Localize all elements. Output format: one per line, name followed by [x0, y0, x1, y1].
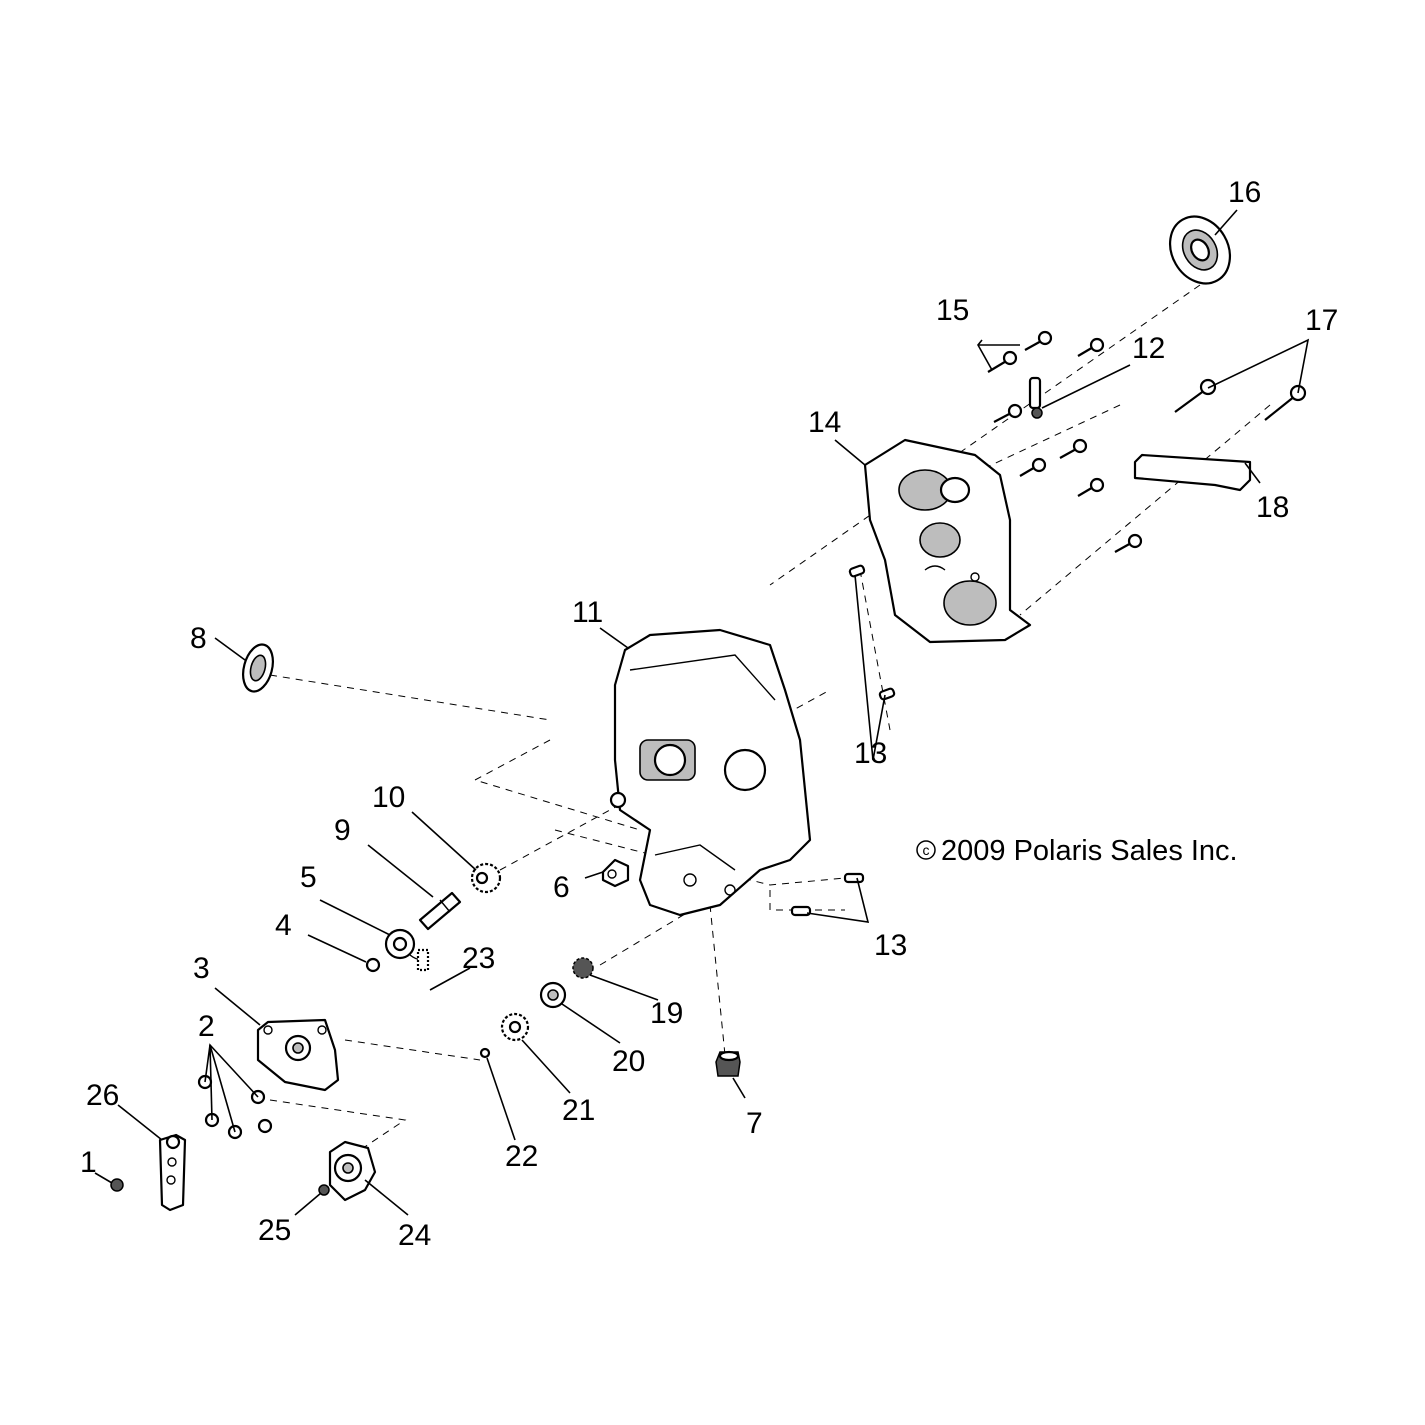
- copyright-circle: [916, 840, 936, 860]
- parts: [110, 215, 1307, 1212]
- part-12-fitting: [1028, 376, 1043, 419]
- callout-labels: 16 15 17 12 14 18 11 8 13 10 9 5 6 4 13 …: [80, 176, 1338, 1252]
- callout-15: 15: [936, 294, 969, 327]
- part-15-bolts: [987, 330, 1143, 553]
- part-25-nut: [318, 1184, 330, 1196]
- part-18-bracket: [1133, 453, 1252, 492]
- callout-14: 14: [808, 406, 841, 439]
- callout-22: 22: [505, 1140, 538, 1173]
- callout-6: 6: [553, 871, 570, 904]
- callout-19: 19: [650, 997, 683, 1030]
- callout-3: 3: [193, 952, 210, 985]
- callout-13-upper: 13: [854, 737, 887, 770]
- part-17-bolts: [1174, 378, 1307, 421]
- leader-lines: [94, 209, 1310, 1216]
- callout-9: 9: [334, 814, 351, 847]
- callout-8: 8: [190, 622, 207, 655]
- callout-12: 12: [1132, 332, 1165, 365]
- part-8-seal: [242, 643, 274, 693]
- callout-13-lower: 13: [874, 929, 907, 962]
- part-11-case: [609, 628, 812, 917]
- callout-20: 20: [612, 1045, 645, 1078]
- copyright-text: 2009 Polaris Sales Inc.: [941, 835, 1238, 867]
- part-6-nut: [601, 858, 630, 888]
- callout-26: 26: [86, 1079, 119, 1112]
- part-5-bushing: [384, 928, 429, 961]
- part-26-bracket: [158, 1133, 187, 1212]
- part-2-bolts: [197, 1074, 273, 1140]
- callout-25: 25: [258, 1214, 291, 1247]
- callout-24: 24: [398, 1219, 431, 1252]
- callout-1: 1: [80, 1146, 97, 1179]
- callout-11: 11: [572, 596, 603, 629]
- part-4-ring: [365, 957, 381, 973]
- part-21-gear: [500, 1012, 530, 1042]
- part-16-seal: [1168, 215, 1232, 285]
- callout-10: 10: [372, 781, 405, 814]
- part-9-shaft: [418, 891, 462, 931]
- part-20-washer: [539, 981, 567, 1009]
- copyright-symbol: c: [923, 842, 930, 858]
- part-19-gear: [572, 957, 594, 979]
- part-10-gear: [470, 862, 502, 894]
- part-24-mount: [328, 1140, 377, 1202]
- callout-16: 16: [1228, 176, 1261, 209]
- callout-18: 18: [1256, 491, 1289, 524]
- callout-23: 23: [462, 942, 495, 975]
- part-3-pump-housing: [256, 1018, 340, 1092]
- callout-17: 17: [1305, 304, 1338, 337]
- callout-7: 7: [746, 1107, 763, 1140]
- part-7-plug: [715, 1050, 741, 1077]
- part-23-spring: [416, 948, 430, 972]
- callout-5: 5: [300, 861, 317, 894]
- part-13-dowels: [790, 564, 896, 917]
- part-1-nut: [110, 1178, 124, 1192]
- callout-21: 21: [562, 1094, 595, 1127]
- copyright-notice: c 2009 Polaris Sales Inc.: [916, 835, 1238, 867]
- part-14-cover: [863, 438, 1032, 644]
- part-22-ring: [479, 1047, 491, 1059]
- callout-4: 4: [275, 909, 292, 942]
- callout-2: 2: [198, 1010, 215, 1043]
